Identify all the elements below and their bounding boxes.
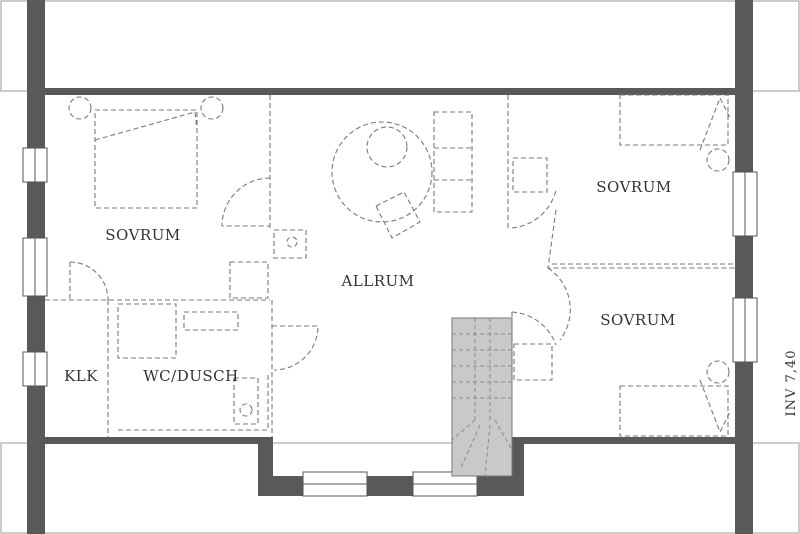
room-label-wc-dusch: WC/DUSCH [143, 367, 238, 385]
interior-dashed-lines [45, 94, 735, 437]
dimension-label: INV 7,40 [784, 350, 799, 417]
room-label-sovrum-right-top: SOVRUM [596, 178, 671, 196]
room-label-sovrum-right-bottom: SOVRUM [600, 311, 675, 329]
windows [22, 147, 758, 497]
bed-left [94, 109, 198, 209]
exterior-walls [27, 0, 753, 534]
room-label-klk: KLK [64, 367, 98, 385]
room-label-sovrum-left: SOVRUM [105, 226, 180, 244]
staircase [451, 317, 513, 477]
room-label-allrum: ALLRUM [340, 272, 414, 290]
